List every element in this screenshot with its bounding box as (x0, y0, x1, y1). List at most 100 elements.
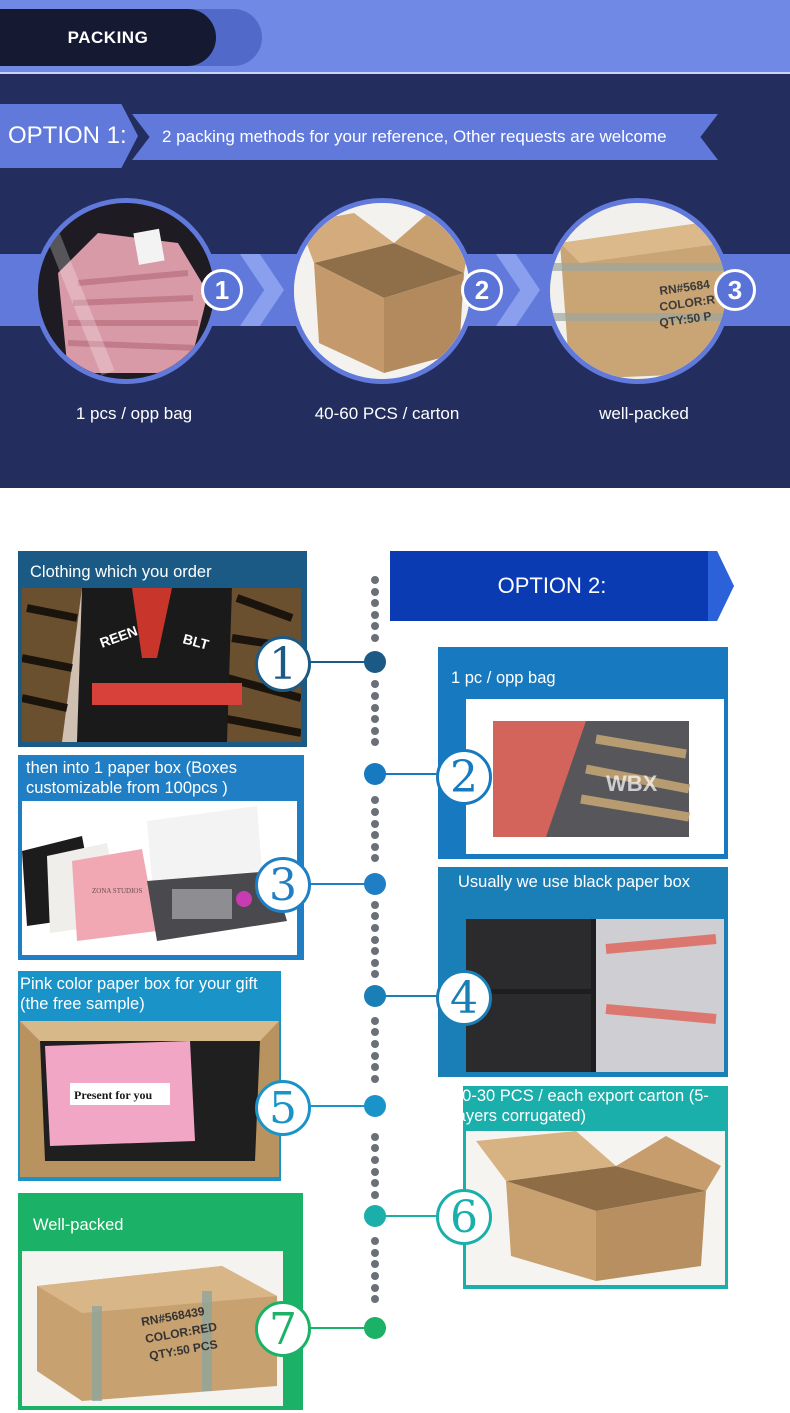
opp-bag-photo (33, 198, 219, 384)
option2-tag: OPTION 2: (390, 551, 734, 621)
timeline-dot (371, 831, 379, 840)
step-card-3: then into 1 paper box (Boxes customizabl… (18, 755, 304, 960)
timeline-dot (371, 738, 379, 747)
option1-caption: 40-60 PCS / carton (314, 404, 460, 423)
timeline-marker (364, 763, 386, 785)
step-card-5: Pink color paper box for your gift (the … (18, 971, 281, 1181)
clothing-photo: REEN BLT (22, 588, 301, 742)
timeline-dot (371, 1283, 379, 1292)
clothing-image: REEN BLT (22, 588, 301, 742)
timeline-connector (310, 1105, 375, 1107)
timeline-marker (364, 985, 386, 1007)
step-number-badge: 7 (255, 1301, 311, 1357)
timeline-dot (371, 576, 379, 584)
box-print: ZONA STUDIOS (92, 887, 142, 895)
timeline-dot (371, 1144, 379, 1153)
well-packed-image: RN#568439 COLOR:RED QTY:50 PCS (22, 1251, 283, 1406)
step-card-1: Clothing which you order REEN BLT (18, 551, 307, 747)
option1-caption: 1 pcs / opp bag (75, 404, 193, 423)
timeline-marker (364, 1205, 386, 1227)
timeline-dot (371, 726, 379, 735)
option1-section: OPTION 1: 2 packing methods for your ref… (0, 74, 790, 488)
timeline-dot (371, 796, 379, 805)
timeline-dot (371, 1237, 379, 1246)
step-card-2: 1 pc / opp bag WBX (438, 647, 728, 859)
timeline-dot (371, 947, 379, 956)
timeline-dot (371, 819, 379, 828)
option1-step-number: 2 (461, 269, 503, 311)
gift-box-photo: Present for you (20, 1021, 279, 1177)
option1-step-number: 3 (714, 269, 756, 311)
shirt-print: BLT (181, 630, 211, 652)
step-number-badge: 5 (255, 1080, 311, 1136)
timeline-dot (371, 1040, 379, 1048)
timeline-connector (375, 773, 440, 775)
bag-print: WBX (606, 771, 658, 796)
packed-carton-image: RN#5684 COLOR:R QTY:50 P (550, 203, 726, 379)
step-caption: Usually we use black paper box (458, 873, 691, 891)
timeline-dot (371, 622, 379, 631)
step-caption: 20-30 PCS / each export carton (5-layers… (453, 1087, 709, 1125)
step-card-4: Usually we use black paper box (438, 867, 728, 1077)
page-title: PACKING (0, 9, 216, 66)
timeline-connector (310, 883, 375, 885)
timeline-marker (364, 1317, 386, 1339)
timeline-dot (371, 935, 379, 944)
timeline-dot (371, 680, 379, 689)
export-carton-image (466, 1131, 725, 1285)
timeline-dot (371, 808, 379, 816)
timeline-connector (310, 661, 375, 663)
open-carton-image (294, 203, 470, 379)
opp-bag-image: WBX (466, 699, 724, 854)
timeline-dot (371, 1190, 379, 1199)
timeline-dot (371, 842, 379, 851)
timeline-dot (371, 715, 379, 724)
timeline-dot (371, 634, 379, 642)
step-caption: 1 pc / opp bag (451, 669, 556, 687)
timeline-dot (371, 1260, 379, 1269)
step-caption: then into 1 paper box (Boxes customizabl… (26, 759, 237, 797)
opp-bag-photo: WBX (466, 699, 724, 854)
step-card-7: Well-packed RN#568439 COLOR:RED QTY:50 P… (18, 1193, 303, 1410)
timeline-dot (371, 1051, 379, 1060)
timeline-dot (371, 587, 379, 596)
timeline-dot (371, 1248, 379, 1257)
timeline-connector (310, 1327, 375, 1329)
step-number-badge: 6 (436, 1189, 492, 1245)
option1-tag: OPTION 1: (0, 104, 138, 168)
timeline-dot (371, 1016, 379, 1025)
timeline-dot (371, 703, 379, 712)
timeline-dot (371, 970, 379, 979)
paper-boxes-image: ZONA STUDIOS (22, 801, 297, 955)
timeline-dot (371, 958, 379, 967)
step-number-badge: 2 (436, 749, 492, 805)
timeline-dot (371, 1063, 379, 1072)
carton-photo (289, 198, 475, 384)
gift-box-image: Present for you (20, 1021, 279, 1177)
timeline-dot (371, 924, 379, 932)
step-caption: Well-packed (33, 1216, 124, 1234)
pink-sweater-image (38, 203, 214, 379)
export-carton-photo (466, 1131, 725, 1285)
packed-carton-photo: RN#5684 COLOR:R QTY:50 P (545, 198, 731, 384)
gift-label: Present for you (74, 1088, 153, 1102)
option1-step-number: 1 (201, 269, 243, 311)
well-packed-photo: RN#568439 COLOR:RED QTY:50 PCS (22, 1251, 283, 1406)
timeline-dot (371, 854, 379, 863)
timeline-dot (371, 1074, 379, 1083)
timeline-dot (371, 1272, 379, 1280)
timeline-dot (371, 1167, 379, 1176)
timeline-marker (364, 651, 386, 673)
step-number-badge: 1 (255, 636, 311, 692)
step-card-6: 20-30 PCS / each export carton (5-layers… (453, 1086, 728, 1289)
timeline-dot (371, 1132, 379, 1141)
timeline-dot (371, 599, 379, 608)
timeline-dot (371, 610, 379, 619)
option2-tag-shadow (708, 551, 734, 621)
step-caption: Pink color paper box for your gift (the … (20, 975, 258, 1013)
timeline-dot (371, 1028, 379, 1037)
timeline-dot (371, 900, 379, 909)
step-caption: Clothing which you order (30, 563, 212, 581)
option1-banner: 2 packing methods for your reference, Ot… (132, 114, 718, 160)
